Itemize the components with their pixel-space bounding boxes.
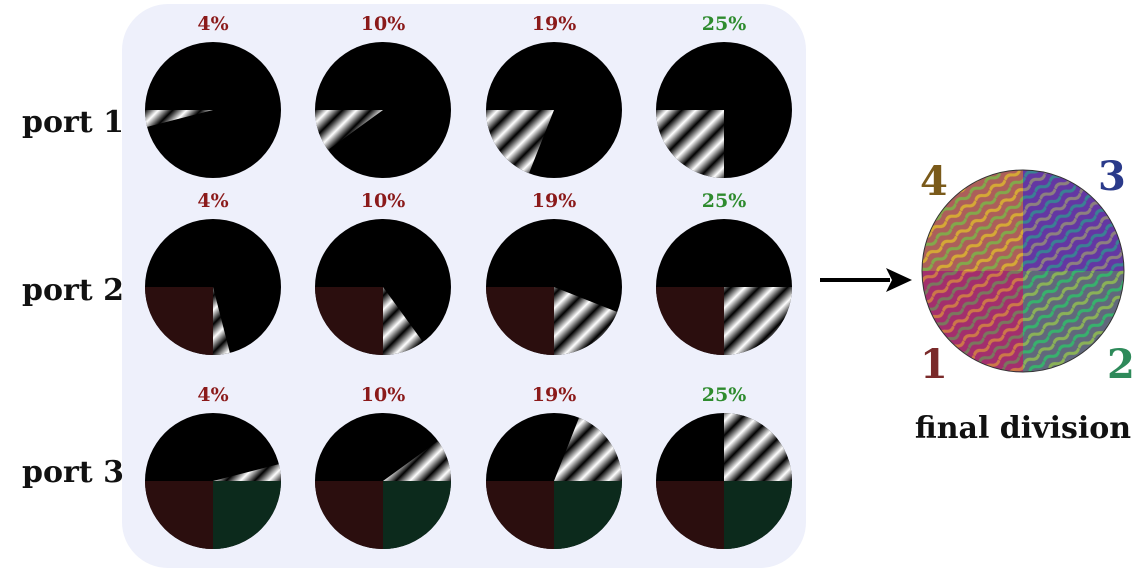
port1-region [145,481,213,549]
pie-r3-c3: 19% [485,384,623,550]
port1-region [315,287,383,355]
pie-r1-c1: 4% [144,13,282,179]
allocated-sector [724,413,792,481]
percent-label: 25% [702,190,747,212]
pie-r1-c4: 25% [656,13,792,178]
percent-label: 25% [702,13,747,35]
allocated-sector [213,287,230,355]
allocated-sector [315,110,383,150]
allocated-sector [554,417,622,481]
disc-outline [921,169,1125,373]
percent-label: 10% [361,384,406,406]
allocated-sector [656,110,724,178]
row-label-port-3: port 3 [22,455,124,490]
port2-region [213,481,281,549]
pie-r2-c3: 19% [485,190,623,356]
port1-region [145,287,213,355]
percent-label: 19% [532,384,577,406]
quadrant-number-4: 4 [920,158,948,205]
quadrant-3 [1023,170,1124,271]
allocated-sector [383,441,451,481]
row-label-port-1: port 1 [22,105,124,140]
wavy-texture [922,170,1124,372]
allocated-sector [383,287,423,355]
percent-label: 19% [532,190,577,212]
pie-r2-c4: 25% [656,190,792,355]
row-label-port-2: port 2 [22,273,124,308]
port1-region [656,287,724,355]
pie-r1-c3: 19% [485,13,623,179]
port1-region [656,481,724,549]
pie-r2-c1: 4% [144,190,282,356]
port2-region [554,481,622,549]
port2-region [724,481,792,549]
percent-label: 19% [532,13,577,35]
percent-label: 4% [197,384,228,406]
percent-label: 25% [702,384,747,406]
right-arrow [820,268,912,292]
percent-label: 4% [197,13,228,35]
quadrant-2 [1023,271,1124,372]
quadrant-4 [922,170,1023,271]
quadrant-1 [922,271,1023,372]
port2-region [383,481,451,549]
pie-r3-c1: 4% [144,384,282,550]
pie-r2-c2: 10% [315,190,451,355]
allocated-sector [145,110,213,127]
final-division-disc: 1 2 3 4 [920,153,1135,388]
percent-label: 4% [197,190,228,212]
allocated-sector [724,287,792,355]
final-division-caption: final division [915,411,1131,446]
allocated-sector [554,287,618,355]
port1-region [315,481,383,549]
percent-label: 10% [361,190,406,212]
quadrant-number-1: 1 [920,341,948,388]
pie-r1-c2: 10% [315,13,451,178]
port1-region [486,481,554,549]
quadrant-number-3: 3 [1098,153,1126,200]
pie-r3-c2: 10% [315,384,451,549]
percent-label: 10% [361,13,406,35]
grid-panel-background [122,4,806,568]
allocated-sector [486,110,554,174]
quadrant-number-2: 2 [1107,341,1135,388]
allocated-sector [213,464,281,481]
pie-r3-c4: 25% [656,384,792,549]
port1-region [486,287,554,355]
